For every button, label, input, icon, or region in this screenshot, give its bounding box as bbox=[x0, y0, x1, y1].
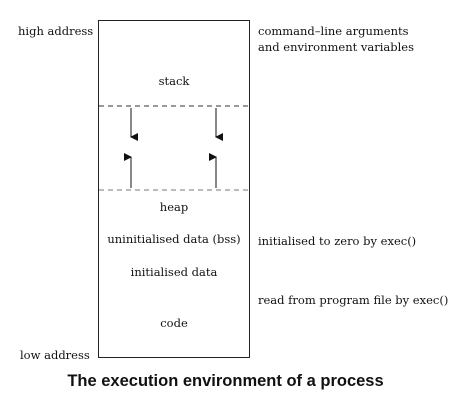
args-note-line2: and environment variables bbox=[258, 40, 415, 54]
args-note-line1: command–line arguments bbox=[258, 24, 409, 38]
bss-label: uninitialised data (bss) bbox=[107, 232, 241, 246]
bss-note: initialised to zero by exec() bbox=[258, 234, 417, 248]
code-segment: code bbox=[98, 288, 250, 358]
initialised-data-segment: initialised data bbox=[98, 256, 250, 289]
program-file-note: read from program file by exec() bbox=[258, 293, 449, 307]
initialised-data-label: initialised data bbox=[130, 265, 218, 279]
stack-label: stack bbox=[158, 74, 190, 88]
bss-segment: uninitialised data (bss) bbox=[98, 223, 250, 257]
code-label: code bbox=[160, 316, 188, 330]
low-address-label: low address bbox=[20, 348, 90, 362]
args-env-segment bbox=[98, 20, 250, 56]
heap-label: heap bbox=[159, 200, 189, 214]
high-address-label: high address bbox=[18, 24, 94, 38]
diagram-caption: The execution environment of a process bbox=[67, 372, 384, 390]
